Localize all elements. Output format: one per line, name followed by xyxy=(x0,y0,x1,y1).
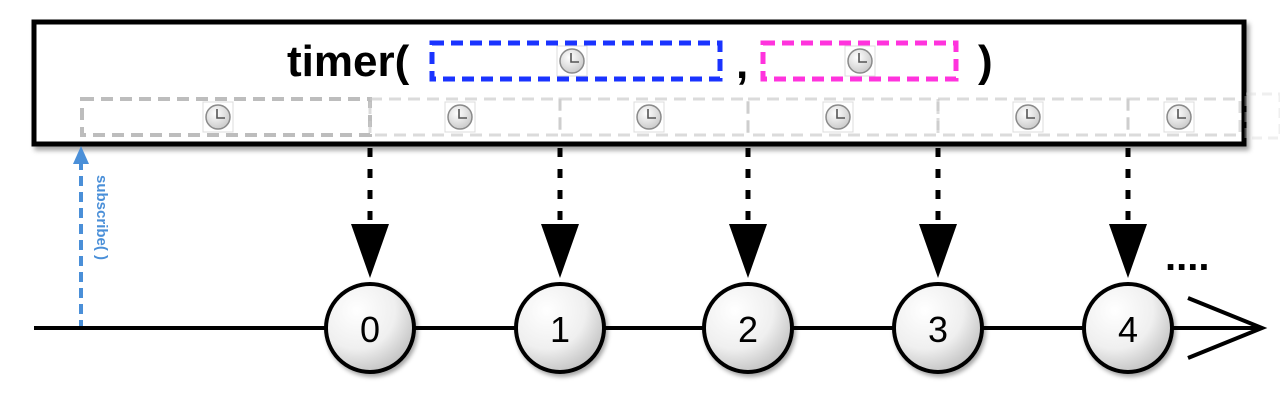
marble: 2 xyxy=(702,282,794,374)
clock-icon xyxy=(1163,101,1195,133)
emission-arrow xyxy=(351,148,389,278)
clock-icon xyxy=(844,45,876,77)
initial-delay-box xyxy=(429,40,723,82)
marble-label: 1 xyxy=(550,309,570,350)
timeline xyxy=(34,296,1268,360)
marble-label: 0 xyxy=(360,309,380,350)
emission-arrow xyxy=(541,148,579,278)
marble-label: 2 xyxy=(738,309,758,350)
emission-arrows xyxy=(351,148,1147,278)
period-box xyxy=(760,40,959,82)
marble-label: 3 xyxy=(928,309,948,350)
clock-icon xyxy=(444,101,476,133)
marble-label: 4 xyxy=(1118,309,1138,350)
marble: 1 xyxy=(514,282,606,374)
emission-arrow xyxy=(729,148,767,278)
interval-boxes xyxy=(80,97,1242,137)
operator-close: ) xyxy=(978,37,993,86)
marble: 3 xyxy=(892,282,984,374)
clock-icon xyxy=(556,45,588,77)
subscribe-label: subscribe( ) xyxy=(93,175,110,260)
subscribe-marker xyxy=(73,146,89,330)
clock-icon xyxy=(822,101,854,133)
emission-marbles: 0 1 2 3 4 xyxy=(324,282,1174,374)
marble: 4 xyxy=(1082,282,1174,374)
clock-icon xyxy=(1012,101,1044,133)
clock-icon xyxy=(633,101,665,133)
operator-separator: , xyxy=(736,39,748,88)
emission-arrow xyxy=(919,148,957,278)
emission-arrow xyxy=(1109,148,1147,278)
operator-name: timer( xyxy=(287,37,410,86)
continuation-ellipsis: .... xyxy=(1165,235,1209,279)
operator-box-fade xyxy=(1244,92,1280,140)
clock-icon xyxy=(202,101,234,133)
marble: 0 xyxy=(324,282,416,374)
